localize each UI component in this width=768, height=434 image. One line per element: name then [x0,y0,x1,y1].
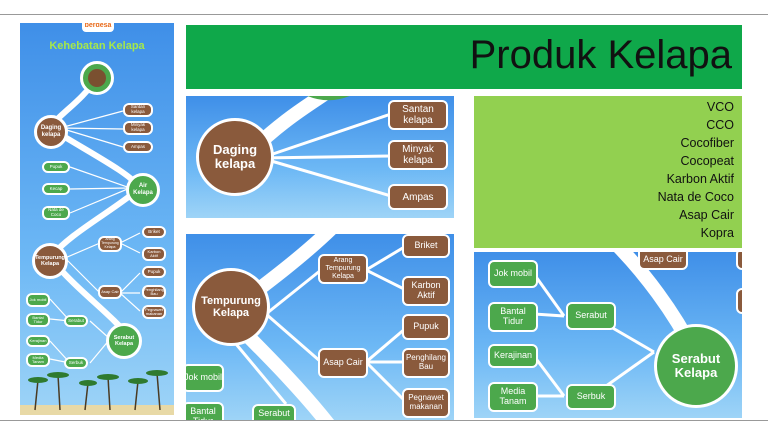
arang-zoom-node: Arang Tempurung Kelapa [318,254,368,284]
product-item: Kopra [700,226,734,240]
serabut-mid-node: Serabut [64,315,88,327]
santan-node: Santan kelapa [123,103,153,117]
minyak-zoom-node: Minyak kelapa [388,140,448,170]
kerajinan-node: Kerajinan [26,335,50,347]
pengawet-zoom-node: Pegnawet makanan [402,388,450,418]
product-item: VCO [706,100,734,114]
ampas-node: Ampas [123,141,153,153]
product-item: Karbon Aktif [666,172,734,186]
serabut-zoom-node-partial: Serabut [252,404,296,420]
zoom-tempurung-panel: Tempurung Kelapa Arang Tempurung Kelapa … [186,234,454,420]
zoom-daging-panel: Daging kelapa Santan kelapa Minyak kelap… [186,96,454,218]
ampas-zoom-node: Ampas [388,184,448,210]
jok-serabut-node: Jok mobil [488,260,538,288]
briket-zoom-node: Briket [402,234,450,258]
media-node: Media Tanam [26,353,50,367]
jok-zoom-node: Jok mobil [186,364,224,392]
media-serabut-node: Media Tanam [488,382,538,412]
santan-zoom-node: Santan kelapa [388,100,448,130]
products-list: VCO CCO Cocofiber Cocopeat Karbon Aktif … [474,96,742,248]
product-item: CCO [706,118,734,132]
bau-node: Penghilang Bau [142,285,166,299]
tempurung-zoom-circle: Tempurung Kelapa [192,268,270,346]
arang-node: Arang Tempurung Kelapa [98,236,122,252]
kecap-node: Kecap [42,183,70,195]
pupuk-air-node: Pupuk [42,161,70,173]
karbon-zoom-node: Karbon Aktif [402,276,450,306]
top-border [0,14,768,15]
palm-trees-decoration [20,370,174,415]
bottom-border [0,420,768,421]
sabut-zoom-circle: Serabut Kelapa [654,324,738,408]
infographic-full: berdesa Kehebatan Kelapa Daging kelapa S… [20,23,174,415]
product-item: Asap Cair [679,208,734,222]
pupuk-node: Pupuk [142,266,166,278]
kerajinan-serabut-node: Kerajinan [488,344,538,368]
coconut-icon [80,61,114,95]
pupuk-zoom-node: Pupuk [402,314,450,340]
bau-partial-node [736,252,742,270]
asap-zoom-node: Asap Cair [318,348,368,378]
product-item: Cocopeat [680,154,734,168]
pengawet-partial-node [736,288,742,314]
daging-zoom-circle: Daging kelapa [196,118,274,196]
bantal-node: Bantal Tidur [26,313,50,327]
daging-circle: Daging kelapa [34,115,68,149]
product-item: Cocofiber [680,136,735,150]
bantal-serabut-node: Bantal Tidur [488,302,538,332]
nata-node: Nata de Coco [42,206,70,220]
bau-zoom-node: Penghilang Bau [402,348,450,378]
logo: berdesa [82,23,114,32]
slide-title: Produk Kelapa [469,33,732,77]
asap-partial-node: Asap Cair [638,252,688,270]
infographic-heading: Kehebatan Kelapa [49,40,145,52]
bantal-zoom-node: Bantal Tidur [186,402,224,420]
air-circle: Air Kelapa [126,173,160,207]
jok-node: Jok mobil [26,293,50,307]
title-bar: Produk Kelapa [186,25,742,89]
tempurung-circle: Tempurung Kelapa [32,243,68,279]
minyak-node: Minyak kelapa [123,121,153,135]
karbon-node: Karbon Aktif [142,247,166,261]
serbuk-mid-node: Serbuk [64,357,88,369]
briket-node: Briket [142,226,166,238]
serbuk-mid-zoom-node: Serbuk [566,384,616,410]
pengawet-node: Pegnawet makanan [142,305,166,319]
product-item: Nata de Coco [657,190,734,204]
asap-node: Asap Cair [98,285,122,299]
serabut-mid-zoom-node: Serabut [566,302,616,330]
zoom-serabut-panel: Asap Cair Jok mobil Bantal Tidur Kerajin… [474,252,742,418]
sabut-circle: Serabut Kelapa [106,323,142,359]
